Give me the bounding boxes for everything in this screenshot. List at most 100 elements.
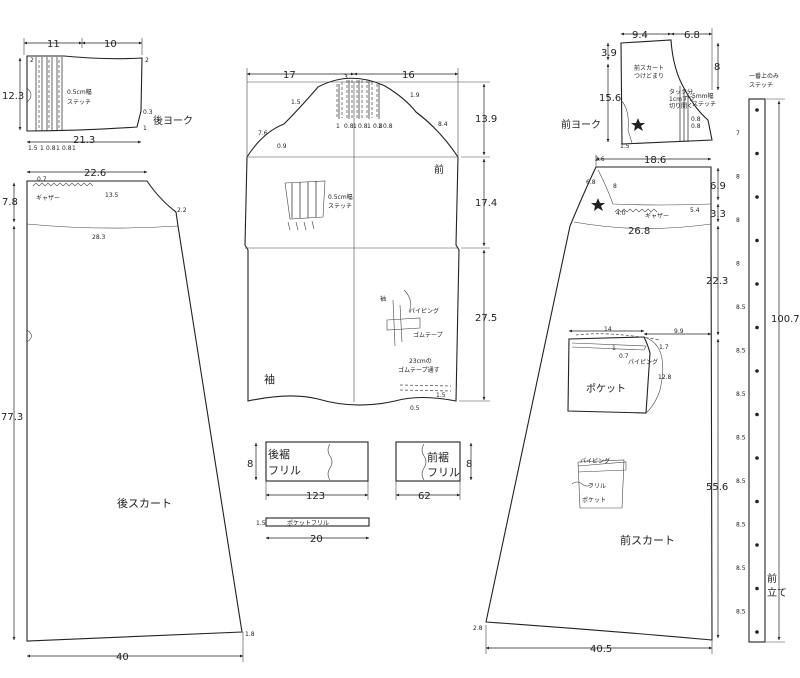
sleeve-cap-tick: 1	[353, 123, 357, 130]
front-yoke-tick: 0.8	[691, 116, 701, 123]
front-yoke-side-note: ステッチ	[692, 101, 716, 108]
placket-button	[755, 369, 759, 373]
back-yoke-dim-bottom: 21.3	[73, 135, 95, 146]
placket-spacing: 8.5	[736, 608, 746, 615]
front-skirt-dim-upper: 22.3	[706, 276, 728, 287]
back-yoke-tick: 1	[56, 145, 60, 152]
placket-button	[755, 630, 759, 634]
front-skirt-small-pocket: ポケット	[582, 496, 606, 504]
back-yoke-tick: 1.5	[28, 145, 38, 152]
back-skirt	[12, 170, 244, 662]
sleeve-dim-left-tick: 0.9	[277, 143, 287, 150]
placket-length: 100.7	[771, 314, 800, 325]
back-skirt-dim-side-top: 7.8	[2, 197, 18, 208]
sleeve-cap-tick: 1	[367, 123, 371, 130]
front-ruffle-label: フリル	[427, 466, 460, 479]
pocket-ruffle-label: ポケットフリル	[287, 519, 329, 527]
sleeve-dim-right-curve: 1.9	[410, 92, 420, 99]
sleeve-cap-tick: 3	[344, 74, 348, 81]
front-skirt-dim-gather-a: 4.0	[616, 210, 626, 217]
back-yoke-tick: 0.8	[62, 145, 72, 152]
front-skirt-dim-lower: 55.6	[706, 482, 728, 493]
sleeve-cap-tick: 0.8	[373, 123, 383, 130]
front-skirt-dim-top: 18.6	[644, 155, 666, 166]
placket-button	[755, 456, 759, 460]
front-yoke-tuck: 1cmずつ	[669, 95, 694, 103]
front-yoke-note: 前スカート	[634, 64, 664, 72]
placket-spacing: 8.5	[736, 391, 746, 398]
back-yoke-tick: 1	[40, 145, 44, 152]
front-skirt-dim-side-b: 3.3	[710, 209, 726, 220]
placket-label: 前	[767, 572, 777, 585]
front-skirt-dim-pocket-right: 9.9	[674, 328, 684, 335]
sleeve-dim-right-small: 8.4	[438, 121, 448, 128]
placket-button	[755, 325, 759, 330]
front-skirt-dim-pocket-top: 14	[604, 326, 612, 333]
front-yoke	[606, 28, 720, 145]
sleeve-cap-tick: 0.8	[358, 123, 368, 130]
placket-spacing: 8.5	[736, 347, 746, 354]
front-yoke-side-note: 5mm幅	[692, 92, 714, 100]
sleeve-dim-hem-small: 0.5	[410, 405, 420, 412]
front-skirt-dim-yoke-b: 8	[613, 183, 617, 190]
front-skirt-pocket-label: ポケット	[586, 383, 626, 395]
front-skirt-dim-hem: 40.5	[590, 644, 612, 655]
back-skirt-label: 後スカート	[117, 496, 172, 510]
back-skirt-dim-hem: 40	[116, 652, 129, 663]
back-ruffle-dim-h: 8	[247, 459, 253, 470]
back-yoke-tick: 0.8	[46, 145, 56, 152]
front-yoke-dim-right-h: 8	[714, 62, 720, 73]
sleeve-elastic-label: ゴムテープ	[413, 331, 443, 339]
sleeve-dim-left-curve: 1.5	[291, 99, 301, 106]
sleeve-cap-tick: 0.8	[344, 123, 354, 130]
front-skirt-dim-pocket-small: 1	[612, 345, 616, 352]
sleeve-dim-top-right: 16	[402, 70, 415, 81]
back-yoke-dim-height: 12.3	[2, 91, 24, 102]
back-yoke-tick: 1	[72, 145, 76, 152]
placket-spacing: 7	[736, 130, 740, 137]
placket-top-note: 一番上のみ	[749, 72, 779, 80]
front-ruffle-dim-h: 8	[466, 459, 472, 470]
front-skirt-dim-top-small: 2.6	[595, 156, 605, 163]
placket-spacing: 8	[736, 173, 740, 180]
placket-button	[755, 543, 759, 547]
front-skirt-dim-pocket-tick: 1.7	[659, 344, 669, 351]
sleeve-cap-tick: 1	[378, 123, 382, 130]
placket-button	[755, 195, 759, 199]
back-skirt-dim-top-gather: 13.5	[105, 192, 119, 199]
back-ruffle-label: フリル	[268, 464, 301, 477]
placket-spacing: 8.5	[736, 565, 746, 572]
sleeve-label: 袖	[264, 372, 275, 386]
back-ruffle-dim-w: 123	[306, 491, 325, 502]
placket-button	[755, 282, 759, 286]
front-skirt-small-ruffle: フリル	[588, 483, 606, 490]
back-yoke-dim-top-left: 2	[30, 57, 34, 64]
front-yoke-tick: 0.8	[691, 123, 701, 130]
back-skirt-dim-curve: 28.3	[92, 234, 106, 241]
front-ruffle-label: 前裾	[427, 450, 449, 464]
placket-button	[755, 412, 759, 417]
front-skirt-dim-hem-corner: 2.8	[473, 625, 483, 632]
back-yoke-dim-right-side: 0.3	[143, 109, 153, 116]
front-ruffle-dim-w: 62	[418, 491, 431, 502]
sleeve-dim-cap-height: 13.9	[475, 114, 497, 125]
back-skirt-dim-side-corner: 2.2	[177, 207, 187, 214]
placket-spacing: 8	[736, 217, 740, 224]
sleeve-stitch-note: ステッチ	[328, 203, 352, 210]
back-yoke-stitch-note: 0.5cm幅	[67, 88, 92, 96]
ruffles	[254, 441, 473, 540]
sleeve-cap-tick: 0.8	[383, 123, 393, 130]
back-skirt-dim-hem-corner: 1.8	[245, 631, 255, 638]
back-yoke-dim-right-top: 2	[145, 57, 149, 64]
front-skirt	[485, 155, 720, 654]
back-yoke-dim-w-right: 10	[104, 39, 117, 50]
front-skirt-pocket-piping: パイピング	[628, 358, 658, 366]
sleeve-small-label: 袖	[380, 295, 386, 303]
front-yoke-tick: 1.5	[620, 143, 630, 150]
back-skirt-dim-top-small: 0.7	[37, 176, 47, 183]
placket-label: 立て	[767, 586, 787, 599]
placket-button	[755, 586, 759, 591]
placket-spacing: 8.5	[736, 434, 746, 441]
